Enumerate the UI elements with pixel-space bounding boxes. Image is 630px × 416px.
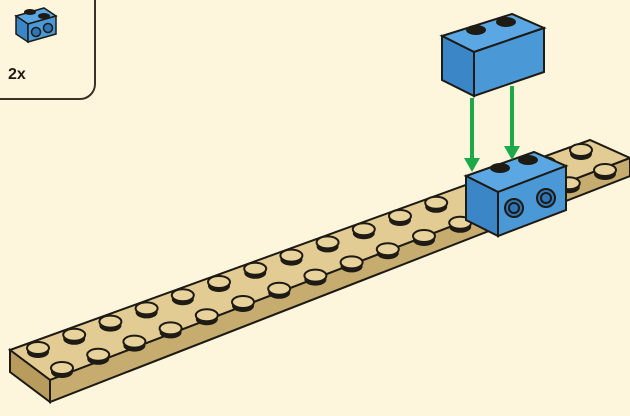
incoming-blue-brick — [439, 12, 547, 98]
plate-stud-top — [412, 229, 436, 243]
plate-stud-top — [158, 321, 183, 336]
plate-stud-top — [339, 255, 364, 270]
plate-stud-top — [98, 314, 123, 329]
plate-stud-top — [86, 347, 111, 362]
plate-stud-top — [243, 261, 268, 276]
plate-stud-top — [122, 334, 147, 349]
plate-stud-top — [375, 242, 400, 257]
plate-stud-top — [231, 295, 255, 309]
parts-callout: 2x — [0, 0, 96, 100]
plate-stud-top — [315, 235, 340, 250]
plate-stud-top — [62, 327, 87, 342]
plate-stud-top — [207, 275, 231, 289]
plate-stud-top — [267, 281, 292, 296]
plate-stud-top — [351, 222, 376, 237]
plate-studs — [26, 143, 617, 378]
placed-blue-brick — [463, 150, 569, 238]
plate-stud-top — [593, 163, 617, 177]
plate-stud-top — [194, 308, 219, 323]
plate-stud-top — [569, 143, 593, 157]
placement-arrows — [464, 86, 520, 172]
plate-stud-top — [26, 341, 50, 355]
plate-stud-top — [388, 209, 412, 223]
plate-stud-top — [279, 248, 304, 263]
part-count-label: 2x — [8, 66, 26, 83]
plate-stud-top — [424, 195, 449, 210]
plate-stud-top — [50, 361, 74, 375]
blue-brick-part-icon — [14, 7, 58, 44]
plate-stud-top — [170, 288, 195, 303]
plate-stud-top — [134, 301, 159, 316]
plate-stud-top — [303, 268, 328, 283]
